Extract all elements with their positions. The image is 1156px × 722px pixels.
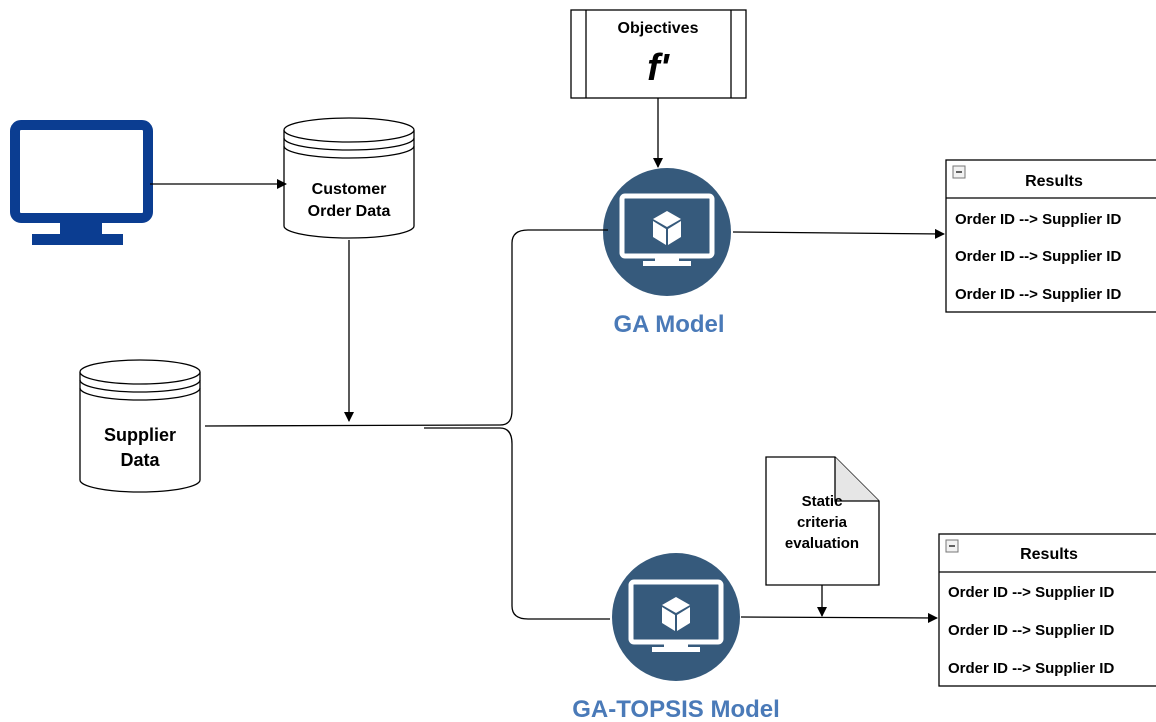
connector-ga-topsis-to-results (740, 612, 938, 623)
database-icon (79, 359, 201, 493)
static-criteria-line2: criteria (797, 514, 848, 531)
customer-order-data-line2: Order Data (308, 203, 391, 220)
results-bottom-row: Order ID --> Supplier ID (948, 584, 1114, 601)
ga-topsis-model-node: GA-TOPSIS Model (572, 553, 780, 722)
supplier-data-line1: Supplier (104, 425, 176, 445)
ga-model-label: GA Model (613, 311, 724, 338)
ga-model-node: GA Model (603, 168, 731, 338)
results-table-bottom: Results Order ID --> Supplier ID Order I… (938, 533, 1156, 687)
collapse-icon[interactable] (945, 539, 959, 553)
results-bottom-row: Order ID --> Supplier ID (948, 622, 1114, 639)
connectors (150, 98, 945, 623)
objectives-title: Objectives (618, 20, 699, 37)
static-criteria-line3: evaluation (785, 535, 859, 552)
supplier-data-database: Supplier Data (79, 359, 201, 493)
results-top-title: Results (1025, 173, 1083, 190)
desktop-monitor-icon (10, 120, 153, 245)
connector-to-ga-model (499, 229, 608, 426)
results-bottom-row: Order ID --> Supplier ID (948, 660, 1114, 677)
database-icon (283, 117, 415, 239)
objectives-symbol: f' (647, 47, 671, 89)
results-top-row: Order ID --> Supplier ID (955, 286, 1121, 303)
connector-ga-to-results (732, 228, 945, 239)
collapse-icon[interactable] (952, 165, 966, 179)
supplier-data-line2: Data (120, 450, 160, 470)
static-criteria-line1: Static (802, 493, 843, 510)
results-top-row: Order ID --> Supplier ID (955, 248, 1121, 265)
customer-order-data-line1: Customer (312, 181, 387, 198)
results-bottom-title: Results (1020, 546, 1078, 563)
cube-monitor-icon (612, 553, 740, 681)
results-top-row: Order ID --> Supplier ID (955, 211, 1121, 228)
static-criteria-document: Static criteria evaluation (765, 456, 880, 586)
results-table-top: Results Order ID --> Supplier ID Order I… (945, 159, 1156, 313)
connector-supplier-to-bracket (204, 424, 501, 427)
customer-order-data-database: Customer Order Data (283, 117, 415, 239)
objectives-box: Objectives f' (570, 9, 747, 99)
ga-topsis-model-label: GA-TOPSIS Model (572, 696, 780, 722)
cube-monitor-icon (603, 168, 731, 296)
connector-to-ga-topsis-model (499, 427, 610, 620)
